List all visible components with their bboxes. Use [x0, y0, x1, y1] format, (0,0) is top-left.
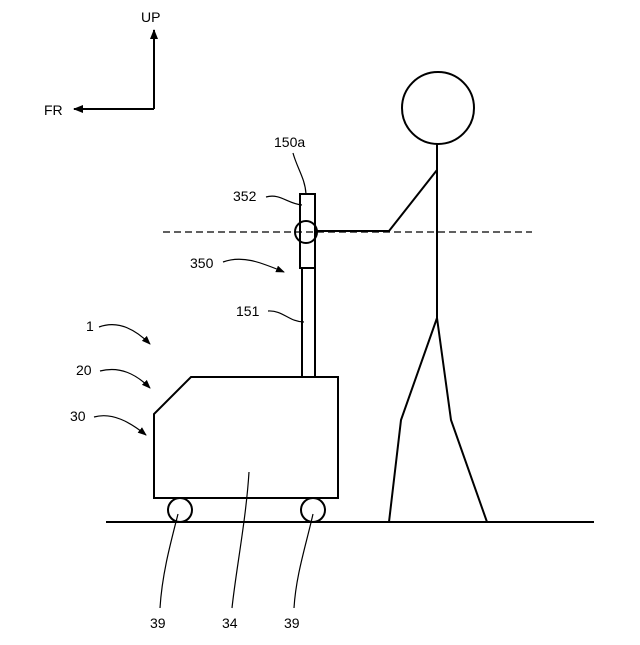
leader-150a: [293, 153, 306, 194]
operator-arm: [317, 170, 437, 231]
reference-labels: 150a 352 350 151 1 20 30 39 34 39: [70, 134, 313, 631]
operator-figure: [317, 72, 488, 522]
operator-head: [402, 72, 474, 144]
up-label: UP: [141, 9, 160, 25]
leader-34: [232, 472, 249, 608]
ref-151: 151: [236, 303, 260, 319]
direction-indicator: UP FR: [44, 9, 160, 118]
ref-39-right: 39: [284, 615, 300, 631]
operator-front-leg: [389, 318, 437, 522]
handle-grip: [300, 194, 315, 268]
ref-20: 20: [76, 362, 92, 378]
ref-34: 34: [222, 615, 238, 631]
cart-body: [154, 377, 338, 498]
leader-151: [268, 311, 304, 322]
ref-1: 1: [86, 318, 94, 334]
leader-350: [223, 259, 284, 272]
leader-20: [100, 370, 150, 388]
leader-39-right: [294, 514, 313, 608]
ref-30: 30: [70, 408, 86, 424]
operator-rear-leg: [437, 318, 487, 522]
ref-352: 352: [233, 188, 257, 204]
leader-1: [99, 325, 150, 344]
ref-39-left: 39: [150, 615, 166, 631]
front-label: FR: [44, 102, 63, 118]
rear-wheel: [301, 498, 325, 522]
ref-350: 350: [190, 255, 214, 271]
ref-150a: 150a: [274, 134, 305, 150]
leader-352: [266, 196, 302, 205]
leader-39-left: [160, 514, 178, 608]
leader-30: [94, 416, 146, 435]
front-wheel: [168, 498, 192, 522]
